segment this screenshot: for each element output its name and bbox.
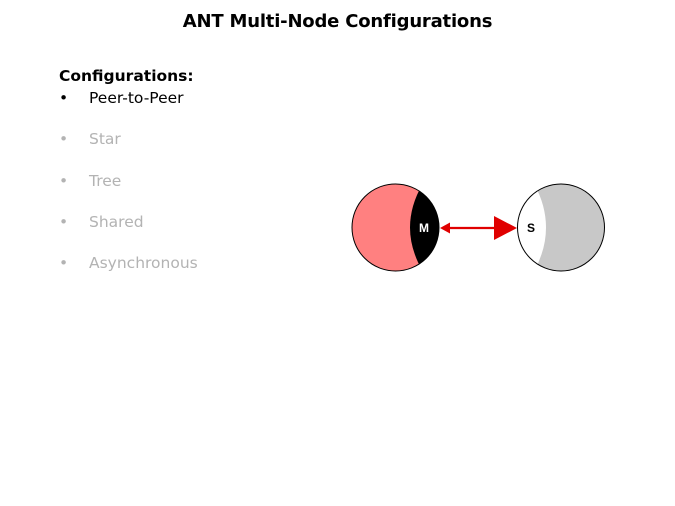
slave-node-letter: S	[527, 221, 535, 235]
bullet-icon: •	[59, 254, 69, 273]
master-node-outline	[351, 183, 440, 272]
list-item-label: Shared	[89, 212, 144, 231]
arrow-head-left	[440, 222, 450, 234]
bullet-icon: •	[59, 171, 69, 190]
list-item-label: Peer-to-Peer	[89, 89, 184, 107]
slave-node: S	[517, 183, 605, 272]
bidirectional-link-arrow	[440, 216, 517, 240]
list-item-label: Tree	[89, 171, 122, 190]
master-node: M	[351, 183, 440, 272]
arrow-head-right	[494, 216, 517, 240]
section-heading: Configurations:	[59, 67, 194, 85]
bullet-icon: •	[59, 212, 69, 231]
bullet-icon: •	[59, 89, 69, 107]
slide-title: ANT Multi-Node Configurations	[182, 11, 493, 32]
bullet-icon: •	[59, 130, 69, 149]
list-item-label: Star	[89, 130, 121, 149]
master-node-cap	[410, 184, 439, 271]
master-node-letter: M	[419, 221, 429, 235]
list-item-label: Asynchronous	[89, 254, 198, 273]
slave-node-outline	[517, 183, 605, 272]
